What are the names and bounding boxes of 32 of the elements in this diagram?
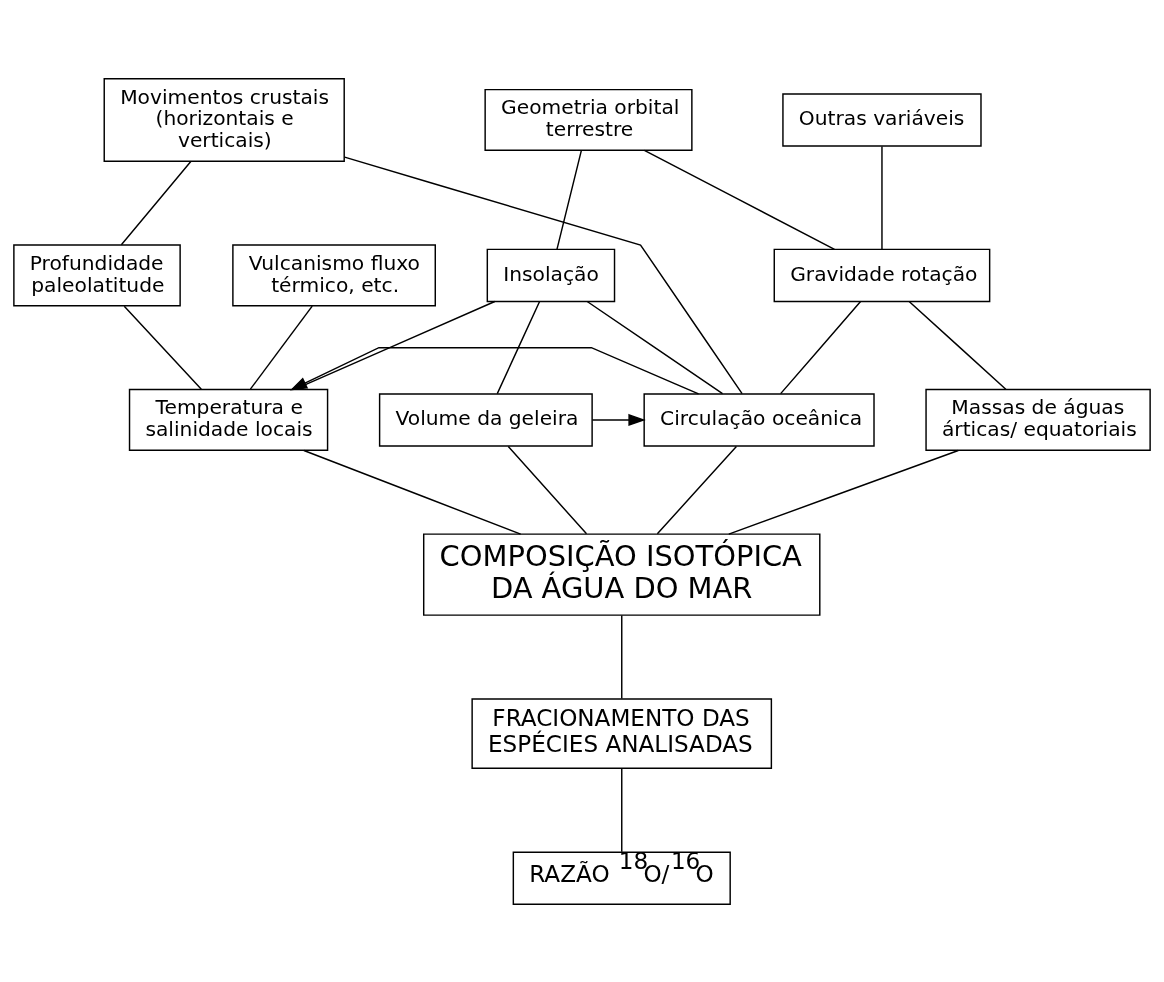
node-box: Massas de águas árticas/ equatoriais xyxy=(925,388,1151,451)
node-box: Volume da geleira xyxy=(378,392,593,447)
connector xyxy=(507,445,588,535)
connector xyxy=(656,445,738,535)
connector xyxy=(779,300,862,394)
node-box: Movimentos crustais (horizontais e verticais) xyxy=(103,77,345,162)
connector xyxy=(586,300,724,394)
connector xyxy=(496,300,541,394)
connector xyxy=(908,300,1007,390)
connector xyxy=(123,304,203,390)
node-box: Insolação xyxy=(486,248,616,302)
node-box: Gravidade rotação xyxy=(773,248,991,302)
connector xyxy=(343,155,743,394)
connector xyxy=(728,449,960,535)
node-box: Profundidade paleolatitude xyxy=(13,243,181,306)
node-box: COMPOSIÇÃO ISOTÓPICA DA ÁGUA DO MAR xyxy=(423,532,821,616)
connector xyxy=(621,614,623,699)
node-box: Circulação oceânica xyxy=(643,392,875,447)
node-box: Geometria orbital terrestre xyxy=(484,88,693,151)
node-box: Vulcanismo fluxo térmico, etc. xyxy=(232,243,436,306)
connector xyxy=(643,149,836,250)
connector xyxy=(303,449,522,535)
node-box: Outras variáveis xyxy=(782,92,982,147)
connector xyxy=(556,149,582,250)
connector xyxy=(249,304,313,390)
node-box: FRACIONAMENTO DAS ESPÉCIES ANALISADAS xyxy=(471,697,773,769)
arrow xyxy=(289,346,700,395)
arrow xyxy=(591,413,646,426)
connector xyxy=(621,767,623,853)
node-box: Temperatura e salinidade locais xyxy=(128,388,329,451)
connector xyxy=(120,160,192,245)
connector xyxy=(881,145,883,250)
